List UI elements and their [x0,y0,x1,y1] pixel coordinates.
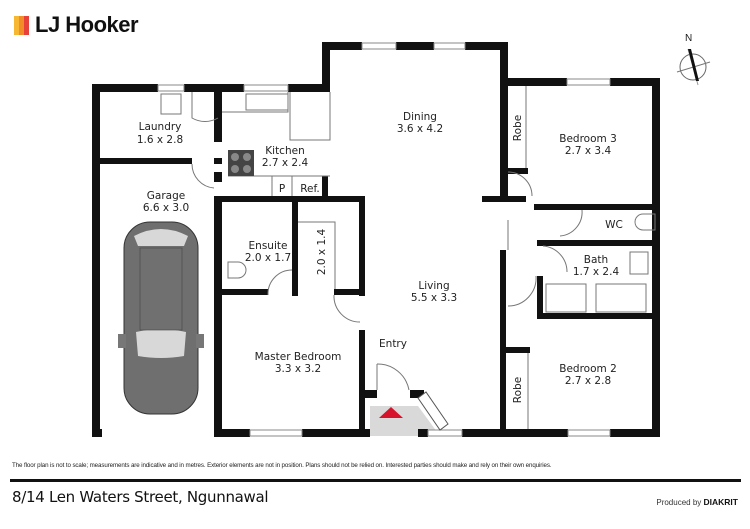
produced-by-label: Produced by [656,498,702,507]
room-garage-size: 6.6 x 3.0 [143,202,189,214]
property-address: 8/14 Len Waters Street, Ngunnawal [12,488,269,506]
room-living-size: 5.5 x 3.3 [411,292,457,304]
compass-north-label: N [685,33,693,44]
car-icon [118,221,204,415]
windows [157,42,611,437]
robe-top-label: Robe [512,115,524,141]
room-bath-name: Bath [584,254,608,266]
disclaimer-text: The floor plan is not to scale; measurem… [12,462,552,469]
room-laundry-size: 1.6 x 2.8 [137,134,183,146]
room-labels: Laundry 1.6 x 2.8 Kitchen 2.7 x 2.4 Gara… [137,111,623,403]
room-kitchen-size: 2.7 x 2.4 [262,157,309,169]
cooktop-icon [228,150,254,176]
fridge-label: Ref. [300,183,320,195]
room-bath-size: 1.7 x 2.4 [573,266,620,278]
room-dining-name: Dining [403,111,437,123]
walkin-size-label: 2.0 x 1.4 [316,229,328,276]
footer-divider [10,479,741,482]
producer-credit: Produced by DIAKRIT [656,497,738,507]
north-compass-icon: N [672,33,722,93]
pantry-label: P [279,183,285,195]
entry-marker-icon [379,407,403,418]
wc-label: WC [605,219,623,231]
room-ensuite-size: 2.0 x 1.7 [245,252,291,264]
brand-logo: LJ Hooker [14,12,139,37]
room-laundry-name: Laundry [139,121,182,133]
walls [92,42,660,437]
room-bedroom3-name: Bedroom 3 [559,133,617,145]
robe-bottom-label: Robe [512,377,524,403]
floor-plan: Laundry 1.6 x 2.8 Kitchen 2.7 x 2.4 Gara… [92,42,660,437]
logo-mark-icon [14,15,29,35]
room-bedroom2-name: Bedroom 2 [559,363,617,375]
room-master-size: 3.3 x 3.2 [275,363,321,375]
room-bedroom2-size: 2.7 x 2.8 [565,375,611,387]
room-kitchen-name: Kitchen [265,145,304,157]
room-living-name: Living [418,280,449,292]
brand-name: LJ Hooker [35,12,139,37]
room-master-name: Master Bedroom [255,351,342,363]
room-ensuite-name: Ensuite [249,240,288,252]
doors [191,92,583,391]
entry-label: Entry [379,338,407,350]
room-bedroom3-size: 2.7 x 3.4 [565,145,612,157]
room-dining-size: 3.6 x 4.2 [397,123,443,135]
room-garage-name: Garage [147,190,185,202]
fixtures [160,86,656,429]
producer-name: DIAKRIT [703,497,738,507]
